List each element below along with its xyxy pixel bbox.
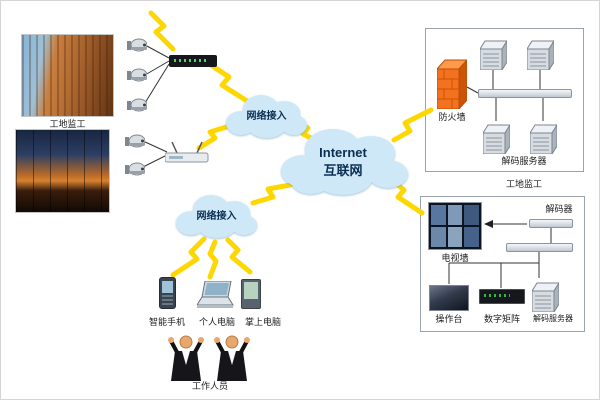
pc-label: 个人电脑 bbox=[198, 317, 235, 327]
dome-camera-icon bbox=[125, 133, 146, 149]
digital-matrix-label: 数字矩阵 bbox=[483, 314, 520, 324]
tv-screen-cell bbox=[464, 205, 479, 225]
server-icon bbox=[526, 37, 555, 72]
operation-console-icon bbox=[429, 285, 469, 311]
site-photo-label: 工地监工 bbox=[49, 119, 86, 129]
dome-camera-icon bbox=[125, 161, 146, 177]
construction-site-photo-2 bbox=[15, 129, 110, 213]
pda-label: 掌上电脑 bbox=[244, 317, 281, 327]
staff-label: 工作人员 bbox=[191, 381, 228, 391]
smartphone-icon bbox=[159, 277, 176, 309]
monitor-room-caption: 工地监工 bbox=[505, 179, 542, 189]
dome-camera-icon bbox=[127, 37, 148, 53]
staff-person-icon bbox=[167, 334, 205, 381]
server-icon bbox=[482, 121, 511, 156]
tv-screen-cell bbox=[447, 205, 463, 225]
smartphone-label: 智能手机 bbox=[148, 317, 185, 327]
network-access-label: 网络接入 bbox=[246, 111, 287, 122]
server-icon bbox=[531, 279, 560, 314]
digital-matrix-icon bbox=[479, 289, 525, 304]
tv-screen-cell bbox=[447, 227, 463, 247]
tv-screen-cell bbox=[431, 227, 446, 247]
tv-screen-cell bbox=[431, 205, 446, 225]
tv-wall-icon bbox=[428, 202, 482, 250]
network-access-cloud-bottom: 网络接入 bbox=[169, 187, 264, 242]
staff-person-icon bbox=[213, 334, 251, 381]
switch-bar-icon bbox=[478, 89, 572, 98]
switch-bar-icon bbox=[506, 243, 573, 252]
network-access-label: 网络接入 bbox=[196, 211, 237, 222]
firewall-label: 防火墙 bbox=[438, 112, 466, 122]
decoder-icon bbox=[529, 219, 573, 228]
internet-cloud: Internet 互联网 bbox=[273, 119, 413, 204]
dome-camera-icon bbox=[127, 67, 148, 83]
firewall-icon bbox=[435, 55, 469, 111]
server-icon bbox=[479, 37, 508, 72]
network-switch-icon bbox=[169, 55, 217, 67]
server-icon bbox=[529, 121, 558, 156]
dome-camera-icon bbox=[127, 97, 148, 113]
internet-label-cn: 互联网 bbox=[323, 162, 363, 178]
decode-server-bottom-label: 解码服务器 bbox=[533, 314, 573, 323]
tv-screen-cell bbox=[464, 227, 479, 247]
internet-label-en: Internet bbox=[319, 144, 367, 160]
construction-site-photo-1 bbox=[21, 34, 114, 117]
decode-server-top-label: 解码服务器 bbox=[501, 156, 547, 166]
wireless-router-icon bbox=[164, 141, 209, 163]
decoder-label: 解码器 bbox=[545, 204, 573, 214]
pda-icon bbox=[241, 279, 261, 309]
laptop-icon bbox=[196, 280, 235, 309]
console-label: 操作台 bbox=[435, 314, 463, 324]
network-access-cloud-top: 网络接入 bbox=[219, 87, 314, 142]
tv-wall-label: 电视墙 bbox=[441, 253, 469, 263]
